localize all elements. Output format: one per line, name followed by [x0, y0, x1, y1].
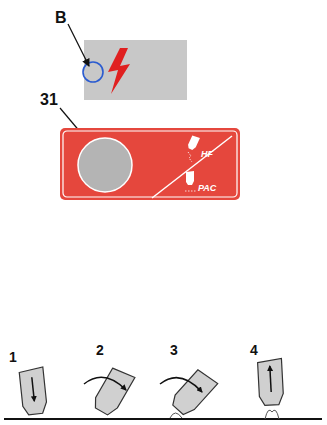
torch-icon	[186, 171, 194, 185]
torch	[19, 367, 48, 415]
lightning-bolt	[108, 48, 130, 94]
step-number: 1	[9, 350, 17, 364]
tilt-arrow	[84, 377, 126, 390]
torch	[91, 366, 135, 418]
torch	[169, 368, 218, 418]
gray-panel	[84, 40, 187, 100]
step-number: 4	[250, 343, 258, 357]
mode-text: PAC	[198, 184, 216, 193]
arc	[265, 410, 279, 419]
work-surface	[4, 418, 322, 420]
mode-text: HF	[201, 150, 213, 159]
torch	[257, 358, 283, 405]
tilt-arrow	[160, 378, 202, 392]
arc	[170, 413, 182, 418]
step-number: 3	[170, 343, 178, 357]
step-number: 2	[96, 343, 104, 357]
torch-icon	[187, 135, 200, 151]
leader-arrow	[68, 24, 89, 66]
callout-letter: 31	[40, 92, 58, 108]
mode-panel: HF PAC	[60, 128, 240, 200]
blue-circle	[83, 62, 103, 82]
callout-letter: B	[55, 10, 67, 26]
